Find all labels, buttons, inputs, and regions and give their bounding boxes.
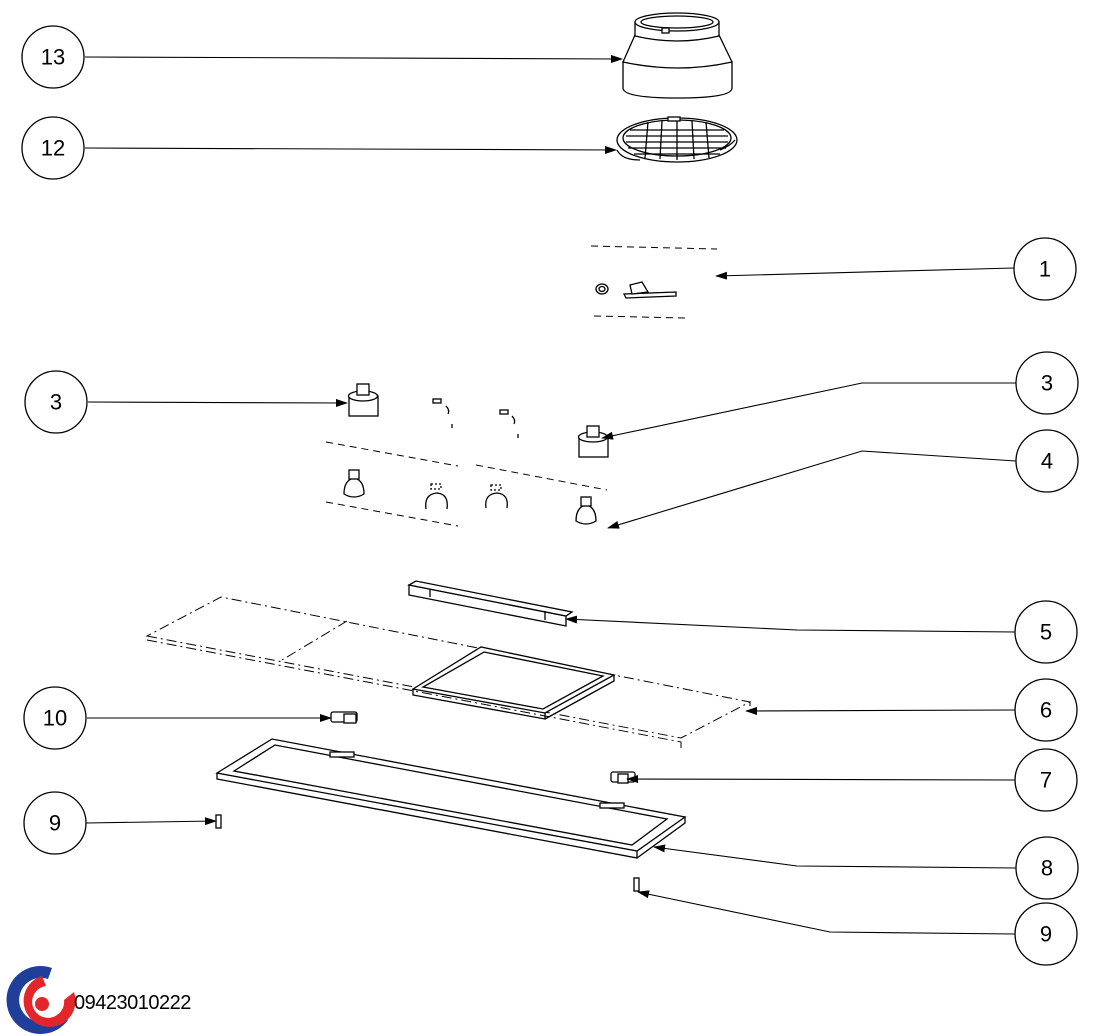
callout-9-left: 9 [23, 791, 87, 855]
callout-9-right-label: 9 [1040, 922, 1052, 947]
callout-3-left: 3 [24, 370, 88, 434]
callout-7: 7 [1014, 748, 1078, 812]
part-6-glass-panel [145, 596, 752, 748]
part-13-duct-adapter [622, 12, 733, 99]
callout-4-label: 4 [1041, 449, 1053, 474]
parts-3-4-lamps [325, 383, 609, 527]
callout-12: 12 [21, 116, 85, 180]
callout-6: 6 [1014, 678, 1078, 742]
callout-10-label: 10 [43, 706, 67, 731]
callout-7-label: 7 [1040, 768, 1052, 793]
callout-9-left-label: 9 [49, 811, 61, 836]
callout-3-right-label: 3 [1041, 371, 1053, 396]
callout-12-label: 12 [41, 136, 65, 161]
callout-10: 10 [23, 686, 87, 750]
callout-3-left-label: 3 [50, 390, 62, 415]
callout-8-label: 8 [1041, 856, 1053, 881]
part-7-latch [610, 771, 636, 784]
callout-8: 8 [1015, 836, 1079, 900]
callout-9-right: 9 [1014, 902, 1078, 966]
part-5-bracket-bar [407, 580, 574, 627]
part-12-round-grille [616, 116, 738, 163]
part-8-filter-frame [215, 738, 687, 859]
part-1-control-knob [590, 245, 718, 319]
part-10-latch [330, 711, 358, 724]
logo-red-swirl [23, 976, 76, 1027]
leader-lines [84, 54, 1017, 935]
callout-3-right: 3 [1015, 351, 1079, 415]
callout-5-label: 5 [1040, 620, 1052, 645]
brand-logo-icon [6, 965, 76, 1034]
callout-13: 13 [21, 25, 85, 89]
callout-6-label: 6 [1040, 698, 1052, 723]
part-9-screw-right [633, 877, 640, 892]
callout-5: 5 [1014, 600, 1078, 664]
callout-13-label: 13 [41, 45, 65, 70]
logo-center-dot [35, 997, 49, 1011]
logo-blue-arc [6, 965, 68, 1034]
callout-1: 1 [1013, 237, 1077, 301]
callout-4: 4 [1015, 429, 1079, 493]
part-9-screw-left [215, 814, 222, 829]
callout-1-label: 1 [1039, 257, 1051, 282]
document-code: 09423010222 [74, 992, 191, 1014]
